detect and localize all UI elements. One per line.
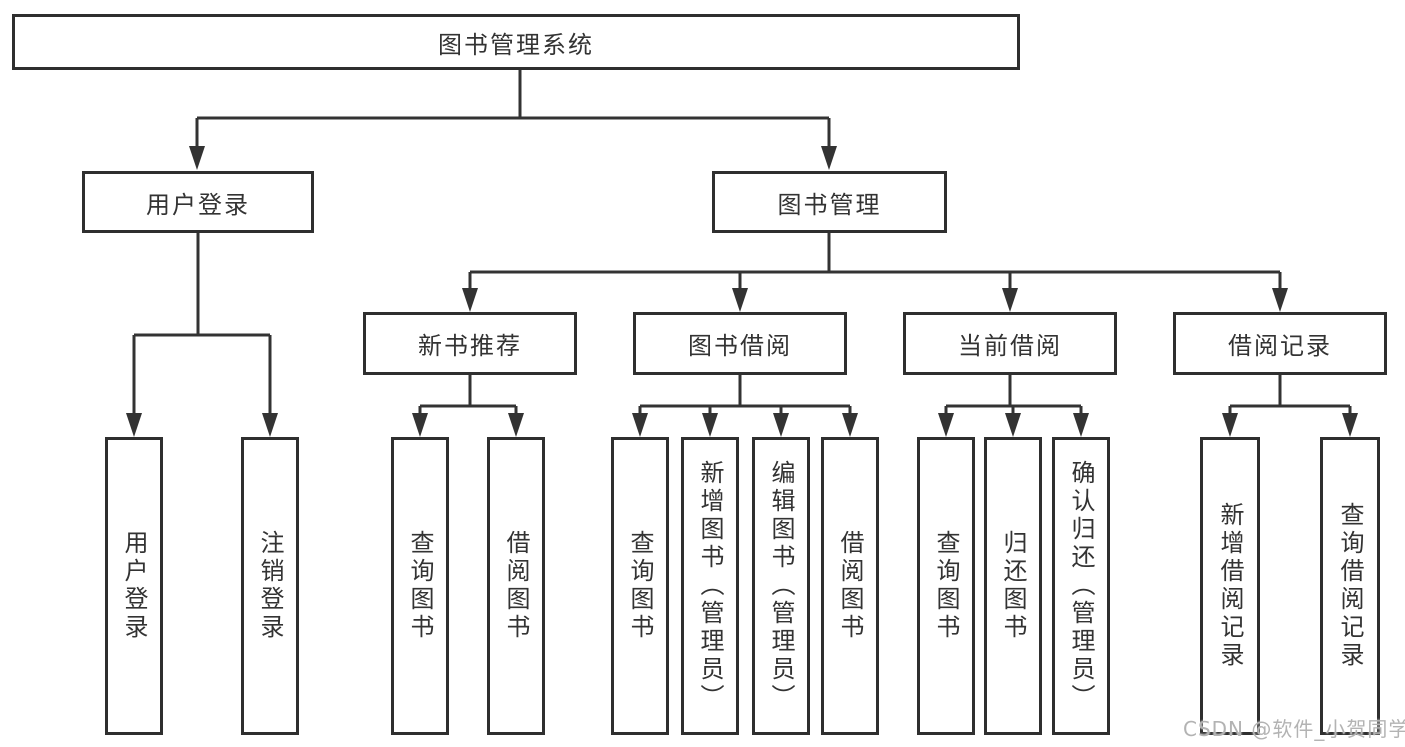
node-new-book-recommend: 新书推荐 (363, 312, 577, 375)
leaf-edit-books-admin-label: 编辑图书（管理员） (767, 460, 795, 712)
leaf-logout: 注销登录 (241, 437, 299, 735)
leaf-edit-books-admin: 编辑图书（管理员） (752, 437, 810, 735)
node-new-book-recommend-label: 新书推荐 (418, 332, 522, 360)
leaf-add-borrow-record: 新增借阅记录 (1200, 437, 1260, 735)
leaf-add-books-admin: 新增图书（管理员） (681, 437, 739, 735)
leaf-borrow-query-books-label: 查询图书 (626, 530, 654, 642)
node-borrow-records: 借阅记录 (1173, 312, 1387, 375)
node-current-borrow-label: 当前借阅 (958, 332, 1062, 360)
node-book-borrow-label: 图书借阅 (688, 332, 792, 360)
leaf-borrow-borrow-books: 借阅图书 (821, 437, 879, 735)
leaf-newbooks-borrow-books-label: 借阅图书 (502, 530, 530, 642)
node-root-label: 图书管理系统 (438, 30, 594, 59)
leaf-return-books-label: 归还图书 (999, 530, 1027, 642)
leaf-user-login-label: 用户登录 (120, 530, 148, 642)
leaf-borrow-query-books: 查询图书 (611, 437, 669, 735)
leaf-current-query-books-label: 查询图书 (932, 530, 960, 642)
node-root-library-management-system: 图书管理系统 (12, 14, 1020, 70)
node-book-management-label: 图书管理 (777, 190, 882, 219)
leaf-confirm-return-admin-label: 确认归还（管理员） (1067, 460, 1095, 712)
node-book-borrow: 图书借阅 (633, 312, 847, 375)
node-current-borrow: 当前借阅 (903, 312, 1117, 375)
leaf-user-login: 用户登录 (105, 437, 163, 735)
leaf-current-query-books: 查询图书 (917, 437, 975, 735)
node-book-management: 图书管理 (712, 171, 947, 233)
leaf-query-borrow-record-label: 查询借阅记录 (1336, 502, 1364, 670)
leaf-query-borrow-record: 查询借阅记录 (1320, 437, 1380, 735)
leaf-confirm-return-admin: 确认归还（管理员） (1052, 437, 1110, 735)
leaf-borrow-borrow-books-label: 借阅图书 (836, 530, 864, 642)
watermark: CSDN @软件_小贺同学 (1183, 717, 1405, 741)
leaf-newbooks-borrow-books: 借阅图书 (487, 437, 545, 735)
node-user-login-group: 用户登录 (82, 171, 314, 233)
leaf-newbooks-query-books: 查询图书 (391, 437, 449, 735)
leaf-add-borrow-record-label: 新增借阅记录 (1216, 502, 1244, 670)
leaf-add-books-admin-label: 新增图书（管理员） (696, 460, 724, 712)
leaf-logout-label: 注销登录 (256, 530, 284, 642)
node-user-login-group-label: 用户登录 (146, 190, 250, 219)
node-borrow-records-label: 借阅记录 (1228, 332, 1332, 360)
leaf-return-books: 归还图书 (984, 437, 1042, 735)
leaf-newbooks-query-books-label: 查询图书 (406, 530, 434, 642)
